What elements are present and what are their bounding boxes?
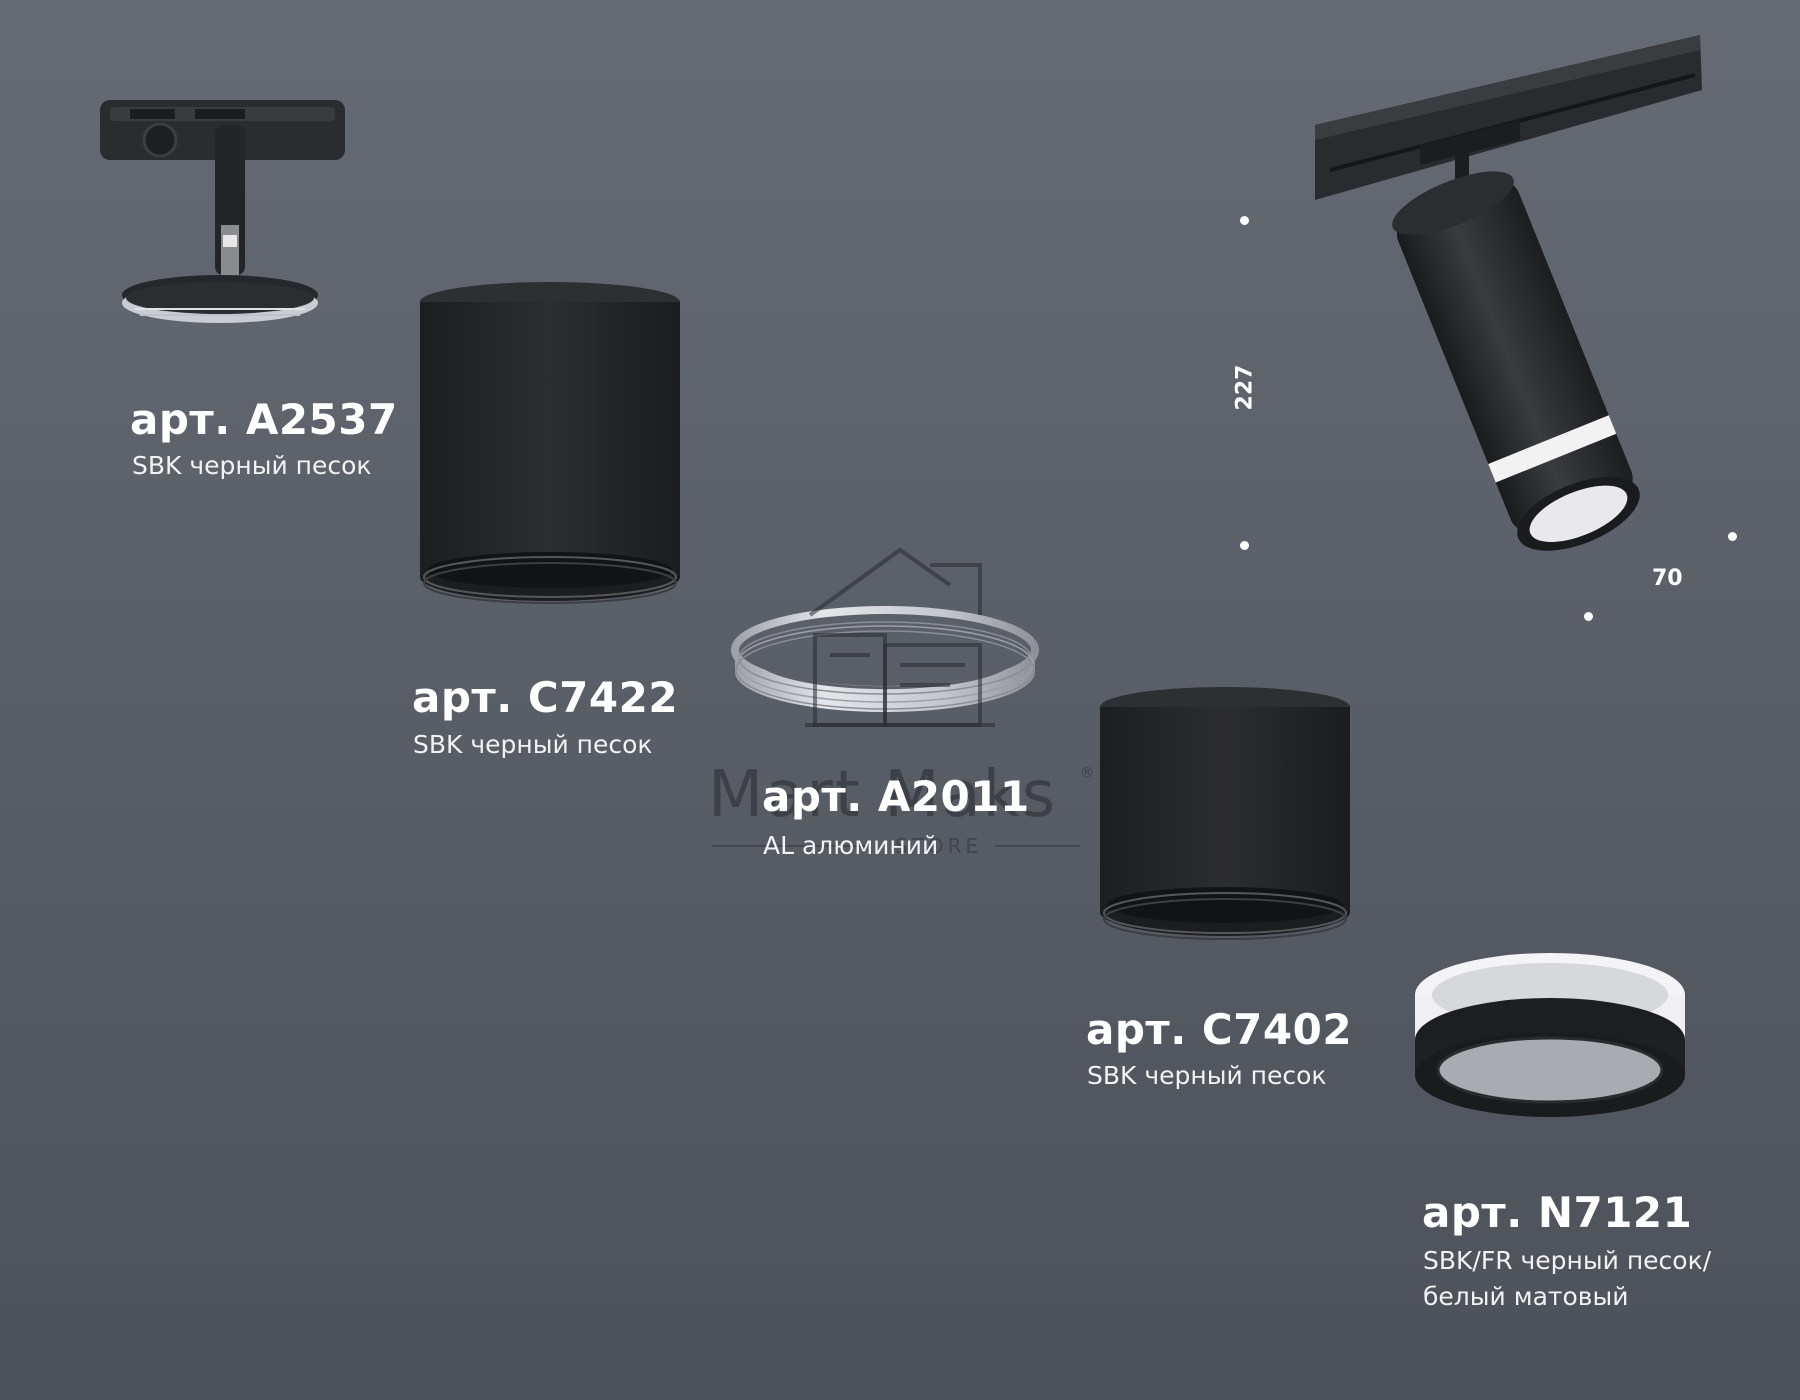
product-description-n7121-line2: белый матовый xyxy=(1423,1282,1629,1311)
product-article-n7121: арт. N7121 xyxy=(1422,1188,1693,1237)
product-article-c7422: арт. C7422 xyxy=(412,673,679,722)
track-adapter-image xyxy=(100,100,345,323)
product-description-c7402: SBK черный песок xyxy=(1087,1061,1327,1090)
housing-c7422-image xyxy=(420,282,680,604)
watermark-sub: STORE xyxy=(895,834,983,858)
dimension-marker-left xyxy=(1584,612,1593,621)
dimension-marker-bottom xyxy=(1240,541,1249,550)
product-article-c7402: арт. C7402 xyxy=(1086,1005,1353,1054)
dimension-marker-top xyxy=(1240,216,1249,225)
product-description-c7422: SBK черный песок xyxy=(413,730,653,759)
product-description-a2011: AL алюминий xyxy=(763,831,939,860)
assembled-track-light-image xyxy=(1315,35,1702,551)
housing-c7402-image xyxy=(1100,687,1350,940)
dimension-height-label: 227 xyxy=(1232,364,1258,411)
product-article-a2537: арт. A2537 xyxy=(130,395,398,444)
store-logo-icon xyxy=(805,547,995,727)
watermark-line-right xyxy=(995,845,1080,847)
product-article-a2011: арт. A2011 xyxy=(762,772,1030,821)
module-n7121-image xyxy=(1415,953,1685,1117)
dimension-marker-right xyxy=(1728,532,1737,541)
watermark-registered-mark: ® xyxy=(1080,765,1094,781)
product-description-n7121-line1: SBK/FR черный песок/ xyxy=(1423,1246,1712,1275)
watermark-brand: Mart Maks xyxy=(708,758,1058,832)
product-description-a2537: SBK черный песок xyxy=(132,451,372,480)
dimension-diameter-label: 70 xyxy=(1652,566,1683,591)
watermark-line-left xyxy=(712,845,867,847)
